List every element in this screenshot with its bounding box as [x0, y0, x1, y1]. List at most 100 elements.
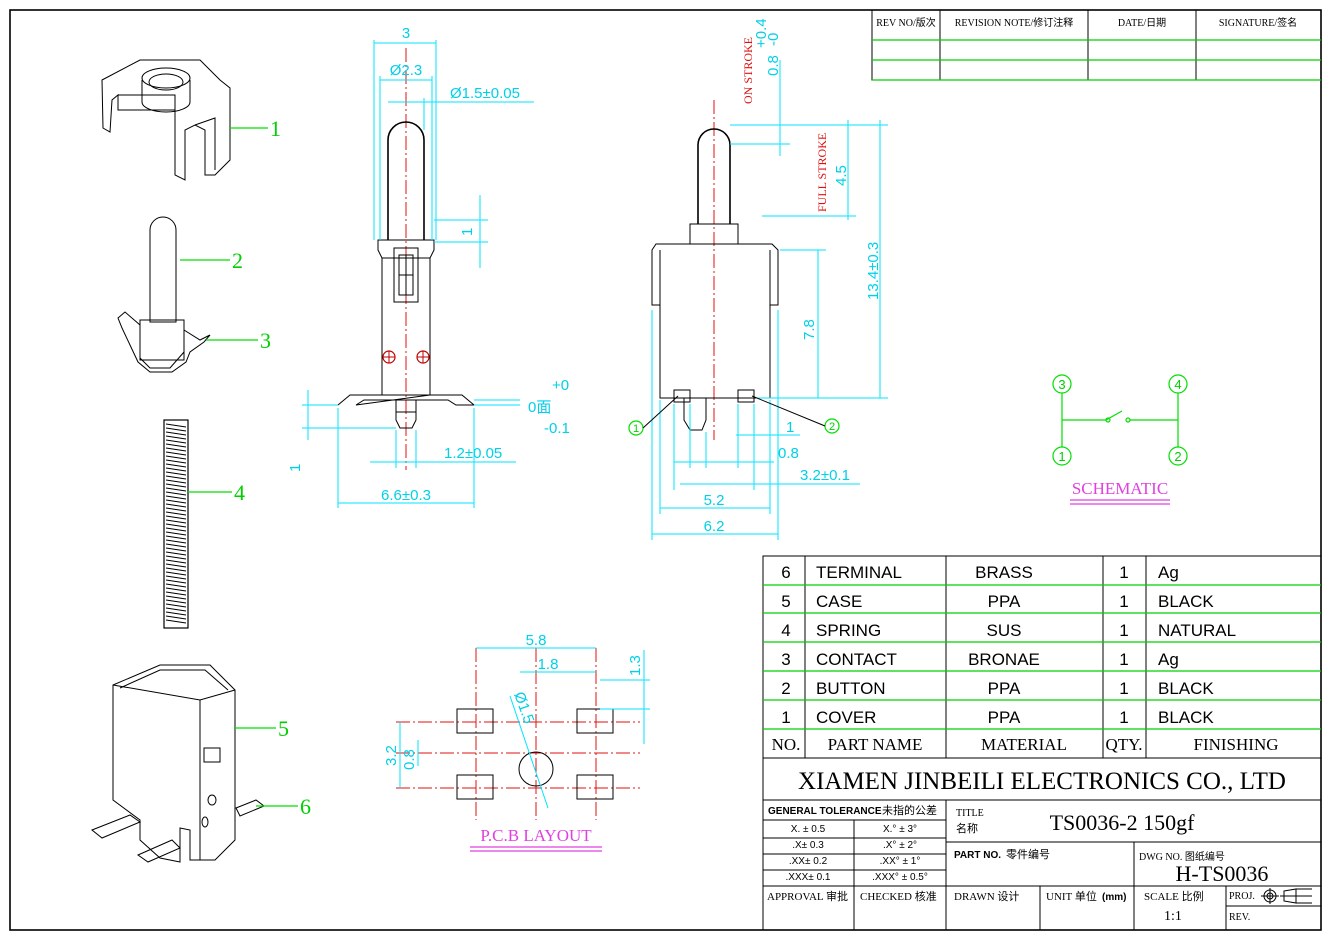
- tolerance-angular: .X° ± 2°: [883, 840, 917, 851]
- dim-front-dia-button: Ø1.5±0.05: [450, 85, 520, 102]
- dim-side-gap-1: 1: [786, 419, 794, 436]
- unit-label: UNIT 单位: [1046, 889, 1097, 903]
- bom-cell-qty: 1: [1119, 563, 1128, 582]
- callout-4: 4: [234, 480, 245, 505]
- proj-label: PROJ.: [1229, 891, 1255, 902]
- callout-1: 1: [270, 116, 281, 141]
- tolerance-angular: X.° ± 3°: [883, 824, 917, 835]
- bom-cell-material: BRASS: [975, 563, 1033, 582]
- dwg-no-value: H-TS0036: [1176, 861, 1269, 886]
- bom-cell-part-name: CASE: [816, 592, 862, 611]
- dim-pcb-span-32: 3.2: [383, 745, 400, 766]
- part-2-button-illustration: [117, 216, 211, 373]
- bom-cell-material: SUS: [987, 621, 1022, 640]
- side-pin-left: 1: [633, 423, 639, 435]
- dim-side-on-stroke-tol-upper: +0.4: [753, 18, 770, 48]
- bom-header-finishing: FINISHING: [1194, 735, 1279, 754]
- bom-cell-finishing: BLACK: [1158, 679, 1214, 698]
- bom-cell-finishing: BLACK: [1158, 592, 1214, 611]
- tolerance-title-cn: 未指的公差: [882, 803, 937, 817]
- dim-side-gap-08: 0.8: [778, 445, 799, 462]
- dim-pcb-pitch-18: 1.8: [538, 656, 559, 673]
- bom-header-no: NO.: [772, 735, 801, 754]
- schematic-title: SCHEMATIC: [1072, 479, 1168, 498]
- bom-cell-no: 6: [781, 563, 790, 582]
- dim-front-post-width: 1.2±0.05: [444, 445, 502, 462]
- unit-value: (mm): [1102, 892, 1126, 903]
- dim-side-body-height: 7.8: [801, 319, 818, 340]
- bom-cell-material: BRONAE: [968, 650, 1040, 669]
- bom-cell-part-name: CONTACT: [816, 650, 897, 669]
- bom-cell-no: 3: [781, 650, 790, 669]
- dim-side-span-62: 6.2: [704, 518, 725, 535]
- tolerance-angular: .XX° ± 1°: [880, 856, 921, 867]
- revision-table: REV NO/版次 REVISION NOTE/修订注释 DATE/日期 SIG…: [871, 9, 1322, 81]
- pcb-layout-title: P.C.B LAYOUT: [480, 826, 592, 845]
- part-no-label: PART NO.: [954, 850, 1001, 861]
- bom-cell-no: 1: [781, 708, 790, 727]
- bom-cell-no: 2: [781, 679, 790, 698]
- bom-header-part-name: PART NAME: [828, 735, 923, 754]
- dim-side-span-32: 3.2±0.1: [800, 467, 850, 484]
- bom-cell-material: PPA: [988, 679, 1021, 698]
- schematic-pin-2: 2: [1174, 449, 1181, 464]
- bom-cell-part-name: BUTTON: [816, 679, 886, 698]
- bom-header-material: MATERIAL: [981, 735, 1067, 754]
- callout-3: 3: [260, 328, 271, 353]
- dim-front-plane-minus: -0.1: [544, 420, 570, 437]
- scale-label: SCALE 比例: [1144, 889, 1204, 903]
- dim-side-on-stroke: 0.8: [765, 55, 782, 76]
- part-callouts: 1 2 3 4 5 6: [180, 116, 311, 819]
- bom-cell-qty: 1: [1119, 708, 1128, 727]
- drawn-label: DRAWN 设计: [954, 890, 1019, 903]
- dim-side-full-stroke: 4.5: [833, 165, 850, 186]
- bom-cell-material: PPA: [988, 708, 1021, 727]
- pcb-layout-view: 5.8 1.8 1.3 Ø1.5 3.2 0.8 P.C.B LAYOUT: [383, 632, 650, 852]
- dim-pcb-span-08: 0.8: [401, 749, 418, 770]
- schematic-pin-3: 3: [1058, 377, 1065, 392]
- bom-cell-finishing: BLACK: [1158, 708, 1214, 727]
- rev-header-signature: SIGNATURE/签名: [1219, 16, 1297, 29]
- bom-cell-qty: 1: [1119, 592, 1128, 611]
- rev-header-note: REVISION NOTE/修订注释: [955, 16, 1074, 29]
- bom-cell-qty: 1: [1119, 679, 1128, 698]
- bom-cell-material: PPA: [988, 592, 1021, 611]
- front-view: 3 Ø2.3 Ø1.5±0.05 1 +0 0面 -0.1 1 1.2±0.05…: [287, 25, 570, 508]
- tolerance-linear: X. ± 0.5: [791, 824, 826, 835]
- part-4-spring-illustration: [163, 419, 189, 629]
- dim-front-overall-width: 6.6±0.3: [381, 487, 431, 504]
- rev-header-rev-no: REV NO/版次: [876, 16, 936, 29]
- switch-schematic: 3 4 1 2 SCHEMATIC: [1052, 374, 1188, 505]
- tolerance-linear: .XXX± 0.1: [786, 872, 831, 883]
- callout-2: 2: [232, 248, 243, 273]
- checked-label: CHECKED 核准: [860, 889, 937, 903]
- bom-cell-no: 4: [781, 621, 790, 640]
- part-5-case-illustration: [91, 664, 265, 863]
- bom-cell-qty: 1: [1119, 621, 1128, 640]
- tolerance-title: GENERAL TOLERANCE: [768, 806, 882, 817]
- title-block: XIAMEN JINBEILI ELECTRONICS CO., LTD GEN…: [762, 757, 1322, 931]
- dim-front-button-step: 1: [459, 228, 476, 236]
- side-pin-right: 2: [829, 421, 835, 433]
- projection-symbol-icon: [1261, 888, 1312, 904]
- dim-pcb-pad-13: 1.3: [627, 655, 644, 676]
- schematic-pin-1: 1: [1058, 449, 1065, 464]
- callout-5: 5: [278, 716, 289, 741]
- schematic-pin-4: 4: [1174, 377, 1181, 392]
- title-label: TITLE: [956, 808, 984, 819]
- dim-front-plane-label: 0面: [528, 399, 551, 416]
- bom-cell-part-name: COVER: [816, 708, 876, 727]
- dim-side-on-stroke-tol-lower: -0: [765, 33, 782, 46]
- label-full-stroke: FULL STROKE: [815, 133, 829, 212]
- company-name: XIAMEN JINBEILI ELECTRONICS CO., LTD: [798, 768, 1286, 795]
- rev-label: REV.: [1229, 912, 1250, 923]
- tolerance-linear: .XX± 0.2: [789, 856, 828, 867]
- bom-cell-part-name: TERMINAL: [816, 563, 902, 582]
- callout-6: 6: [300, 794, 311, 819]
- rev-header-date: DATE/日期: [1118, 17, 1166, 29]
- bom-header-qty: QTY.: [1106, 735, 1143, 754]
- bom-cell-finishing: NATURAL: [1158, 621, 1236, 640]
- title-value: TS0036-2 150gf: [1050, 810, 1196, 835]
